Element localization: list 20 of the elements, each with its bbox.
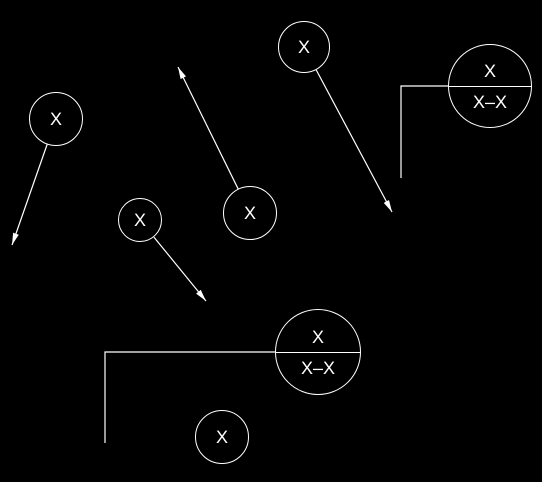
callout-mark: X [216, 428, 228, 446]
leader-line [104, 351, 275, 443]
arrow [316, 70, 393, 212]
arrow [11, 144, 48, 246]
arrow [177, 66, 239, 190]
section-mark: X–X [300, 358, 336, 376]
callout-circle [29, 92, 83, 146]
detail-mark: X [484, 62, 496, 80]
callout-circle [118, 198, 162, 242]
arrow [153, 236, 206, 302]
callout-mark: X [134, 211, 146, 229]
callout-mark: X [50, 110, 62, 128]
detail-mark: X [312, 328, 324, 346]
leader-line [400, 85, 448, 178]
section-mark: X–X [472, 92, 508, 110]
callout-circle [278, 21, 330, 73]
callout-mark: X [244, 204, 256, 222]
callout-circle [223, 186, 277, 240]
callout-circle [195, 410, 249, 464]
callout-mark: X [298, 38, 310, 56]
